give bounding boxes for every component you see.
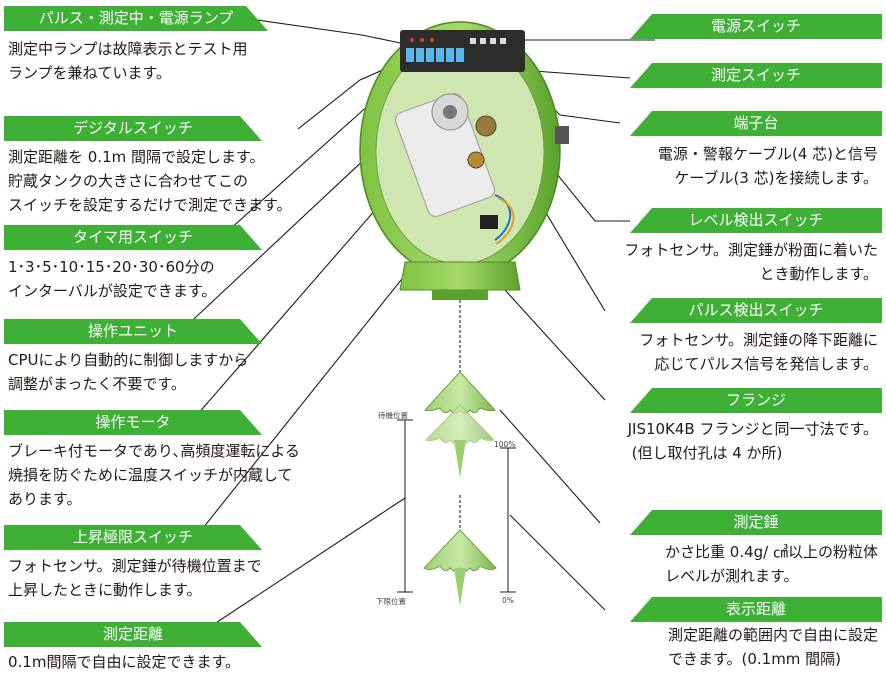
desc-line: 貯蔵タンクの大きさに合わせてこの [8, 172, 249, 190]
callout-desc-motor: ブレーキ付モータであり､高頻度運転による焼損を防ぐために温度スイッチが内蔵してあ… [8, 439, 300, 511]
callout-label-pulse-switch: パルス検出スイッチ [630, 298, 882, 323]
desc-line: インターバルが設定できます。 [8, 282, 217, 300]
desc-line: 測定距離の範囲内で自由に設定 [667, 626, 878, 644]
desc-line: 測定中ランプは故障表示とテスト用 [8, 40, 248, 58]
callout-desc-flange: JIS10K4B フランジと同一寸法です。 (但し取付孔は 4 か所) [628, 417, 878, 465]
desc-line: 1･3･5･10･15･20･30･60分の [8, 258, 215, 276]
desc-line: ケーブル(3 芯)を接続します。 [674, 169, 878, 187]
callout-desc-control-unit: CPUにより自動的に制御しますから調整がまったく不要です。 [8, 348, 248, 396]
desc-line: JIS10K4B フランジと同一寸法です。 [627, 420, 878, 438]
callout-label-control-unit: 操作ユニット [4, 319, 262, 344]
leader-distance [189, 497, 406, 641]
callout-label-power-switch: 電源スイッチ [630, 14, 882, 39]
desc-line: フォトセンサ。測定錘の降下距離に [639, 331, 878, 349]
desc-line: 調整がまったく不要です。 [8, 375, 186, 393]
callout-label-display-distance: 表示距離 [630, 597, 882, 622]
desc-line: あります。 [8, 490, 82, 508]
desc-line: スイッチを設定するだけで測定できます。 [8, 196, 292, 214]
callout-label-weight: 測定錘 [630, 510, 882, 535]
desc-line: 電源・警報ケーブル(4 芯)と信号 [657, 145, 878, 163]
callout-desc-pulse-lamp: 測定中ランプは故障表示とテスト用ランプを兼ねています。 [8, 37, 248, 85]
percent-100-label: 100% [494, 440, 516, 449]
desc-line: 応じてパルス信号を発信します。 [654, 355, 878, 373]
desc-line: かさ比重 0.4g/ ㎤以上の粉粒体 [665, 543, 878, 561]
callout-desc-level-switch: フォトセンサ。測定錘が粉面に着いたとき動作します。 [624, 238, 878, 286]
callout-label-terminal-block: 端子台 [630, 111, 882, 136]
callout-desc-upper-limit-switch: フォトセンサ。測定錘が待機位置まで上昇したときに動作します。 [8, 554, 262, 602]
desc-line: ランプを兼ねています。 [8, 64, 172, 82]
desc-line: 測定距離を 0.1m 間隔で設定します。 [8, 148, 265, 166]
desc-line: 焼損を防ぐために温度スイッチが内蔵して [8, 466, 293, 484]
callout-label-digital-switch: デジタルスイッチ [4, 116, 262, 141]
callout-label-motor: 操作モータ [4, 410, 262, 435]
callout-desc-timer-switch: 1･3･5･10･15･20･30･60分のインターバルが設定できます。 [8, 255, 216, 303]
callout-label-measuring-distance: 測定距離 [4, 622, 262, 647]
desc-line: (但し取付孔は 4 か所) [631, 444, 783, 462]
standby-position-label: 待機位置 [378, 411, 408, 420]
callout-desc-terminal-block: 電源・警報ケーブル(4 芯)と信号ケーブル(3 芯)を接続します。 [658, 142, 878, 190]
desc-line: ブレーキ付モータであり､高頻度運転による [8, 442, 300, 460]
callout-label-level-switch: レベル検出スイッチ [630, 208, 882, 233]
leader-weight [499, 409, 601, 524]
callout-desc-display-distance: 測定距離の範囲内で自由に設定できます。(0.1mm 間隔) [668, 623, 878, 671]
lower-limit-label: 下限位置 [376, 597, 406, 606]
callout-desc-digital-switch: 測定距離を 0.1m 間隔で設定します。貯蔵タンクの大きさに合わせてこのスイッチ… [8, 145, 292, 217]
leader-pulse-lamp [249, 18, 406, 45]
callout-desc-pulse-switch: フォトセンサ。測定錘の降下距離に応じてパルス信号を発信します。 [639, 328, 878, 376]
callout-label-measure-switch: 測定スイッチ [630, 63, 882, 88]
callout-label-upper-limit-switch: 上昇極限スイッチ [4, 525, 262, 550]
leader-flange [504, 289, 606, 401]
callout-desc-measuring-distance: 0.1m間隔で自由に設定できます。 [8, 650, 240, 674]
desc-line: フォトセンサ。測定錘が待機位置まで [8, 557, 262, 575]
desc-line: 0.1m間隔で自由に設定できます。 [8, 653, 240, 671]
motor-unit [395, 93, 495, 217]
desc-line: 上昇したときに動作します。 [8, 581, 202, 599]
callout-label-pulse-lamp: パルス・測定中・電源ランプ [4, 6, 268, 31]
percent-0-label: 0% [502, 596, 514, 605]
callout-label-timer-switch: タイマ用スイッチ [4, 225, 262, 250]
weight-upper [424, 371, 496, 478]
desc-line: フォトセンサ。測定錘が粉面に着いた [624, 241, 878, 259]
flange [399, 261, 521, 291]
callout-desc-weight: かさ比重 0.4g/ ㎤以上の粉粒体レベルが測れます。 [665, 540, 878, 588]
callout-label-flange: フランジ [630, 388, 882, 413]
desc-line: CPUにより自動的に制御しますから [8, 351, 249, 369]
desc-line: とき動作します。 [759, 265, 878, 283]
leader-display-distance [509, 514, 606, 611]
weight-lower [423, 529, 497, 606]
desc-line: できます。(0.1mm 間隔) [667, 650, 842, 668]
desc-line: レベルが測れます。 [665, 567, 799, 585]
